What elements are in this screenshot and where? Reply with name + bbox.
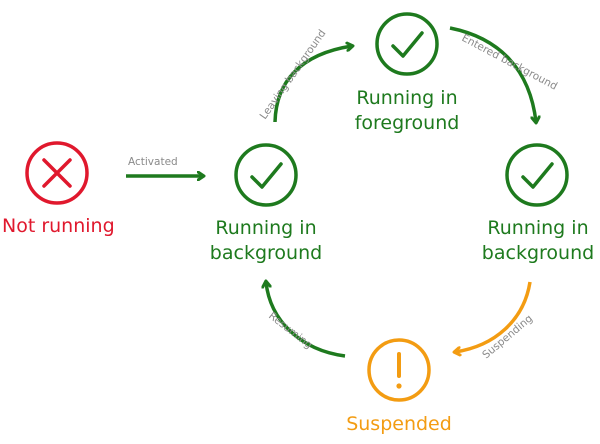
not-running-label: Not running — [2, 214, 115, 239]
running-foreground-line1: Running in — [356, 87, 458, 109]
suspending-arrow — [455, 281, 532, 352]
check-circle-icon — [505, 143, 569, 207]
running-background-left-line1: Running in — [215, 217, 317, 239]
entered-background-label: Entered background — [460, 32, 560, 93]
resuming-arrow — [266, 282, 346, 358]
running-foreground-line2: foreground — [354, 112, 460, 134]
running-background-right-line2: background — [481, 242, 595, 264]
running-background-right-line1: Running in — [487, 217, 589, 239]
leaving-background-label: Leaving background — [258, 28, 329, 122]
leaving-background-arrow — [273, 46, 352, 123]
running-background-right-label: Running in background — [478, 216, 598, 266]
check-circle-icon — [375, 12, 439, 76]
activated-label: Activated — [128, 156, 178, 168]
suspending-label: Suspending — [480, 313, 535, 362]
check-circle-icon — [234, 143, 298, 207]
running-background-left-label: Running in background — [206, 216, 326, 266]
resuming-label: Resuming — [266, 310, 314, 351]
entered-background-arrow — [449, 26, 536, 122]
not-running-text: Not running — [2, 215, 115, 237]
exclamation-circle-icon — [367, 338, 431, 402]
x-circle-icon — [25, 141, 89, 205]
suspended-text: Suspended — [346, 413, 452, 435]
running-background-left-line2: background — [209, 242, 323, 264]
suspended-label: Suspended — [339, 412, 459, 437]
running-foreground-label: Running in foreground — [347, 86, 467, 136]
